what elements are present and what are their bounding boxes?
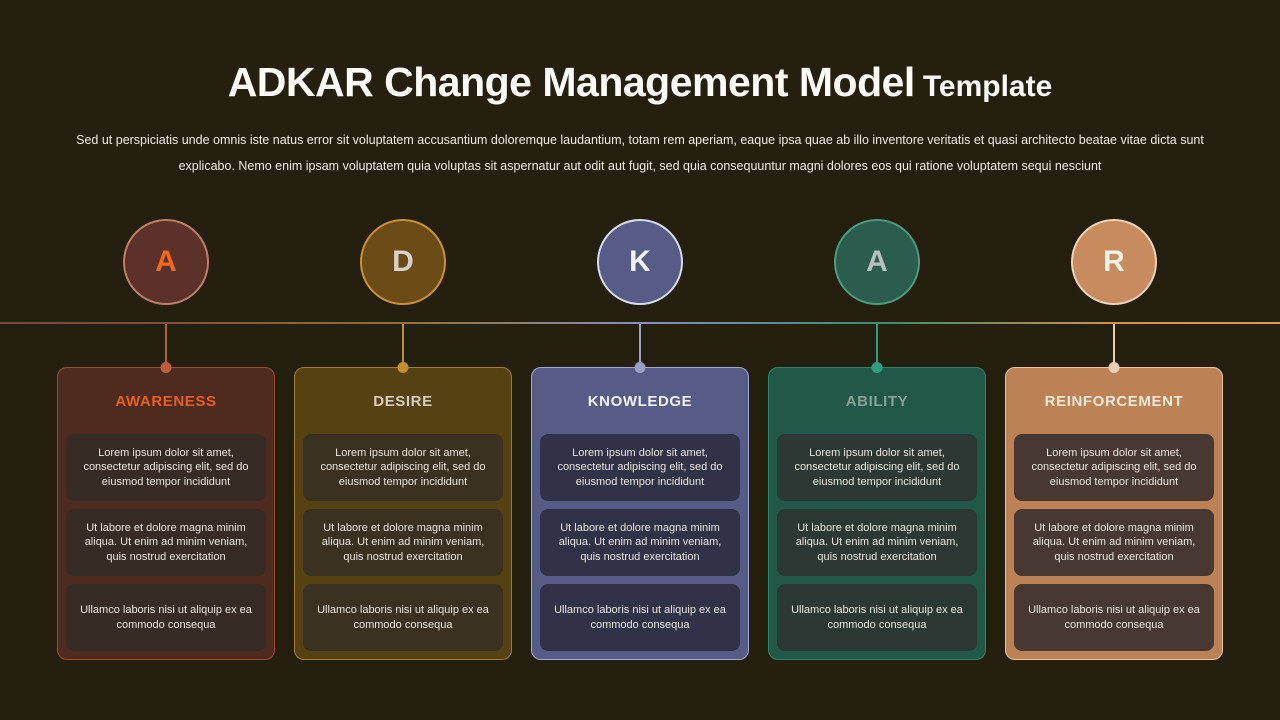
- card-boxes: Lorem ipsum dolor sit amet, consectetur …: [58, 434, 274, 659]
- connector-line-desire: [402, 324, 404, 364]
- card-text-box: Ullamco laboris nisi ut aliquip ex ea co…: [303, 584, 503, 651]
- card-boxes: Lorem ipsum dolor sit amet, consectetur …: [769, 434, 985, 659]
- card-text-box: Ullamco laboris nisi ut aliquip ex ea co…: [66, 584, 266, 651]
- page-title-suffix: Template: [922, 70, 1053, 103]
- step-circle-ability: A: [834, 219, 920, 305]
- card-text-box: Ut labore et dolore magna minim aliqua. …: [303, 509, 503, 576]
- connector-dot-ability: [871, 362, 883, 373]
- circle-col-reinforcement: R: [1005, 219, 1223, 305]
- connector-dot-reinforcement: [1108, 362, 1120, 373]
- card-text-box: Ullamco laboris nisi ut aliquip ex ea co…: [777, 584, 977, 651]
- card-title-knowledge: KNOWLEDGE: [587, 392, 693, 410]
- timeline-line: [0, 322, 1280, 324]
- step-letter-k: K: [629, 245, 651, 278]
- step-card-ability: ABILITY Lorem ipsum dolor sit amet, cons…: [768, 324, 986, 660]
- step-card-knowledge: KNOWLEDGE Lorem ipsum dolor sit amet, co…: [531, 324, 749, 660]
- card-text-box: Lorem ipsum dolor sit amet, consectetur …: [303, 434, 503, 501]
- card-text-box: Ullamco laboris nisi ut aliquip ex ea co…: [540, 584, 740, 651]
- card-boxes: Lorem ipsum dolor sit amet, consectetur …: [532, 434, 748, 659]
- card-boxes: Lorem ipsum dolor sit amet, consectetur …: [1006, 434, 1222, 659]
- connector-dot-awareness: [160, 362, 172, 373]
- step-letter-d: D: [392, 245, 414, 278]
- card-title-awareness: AWARENESS: [115, 392, 217, 410]
- card-text-box: Ut labore et dolore magna minim aliqua. …: [66, 509, 266, 576]
- card-text-box: Lorem ipsum dolor sit amet, consectetur …: [1014, 434, 1214, 501]
- timeline-circles-row: A D K A R: [57, 219, 1223, 305]
- step-cards-row: AWARENESS Lorem ipsum dolor sit amet, co…: [57, 324, 1223, 660]
- connector-line-knowledge: [639, 324, 641, 364]
- step-circle-knowledge: K: [597, 219, 683, 305]
- card-text-box: Lorem ipsum dolor sit amet, consectetur …: [777, 434, 977, 501]
- description-line-2: dicta sunt explicabo. Nemo enim ipsam vo…: [178, 133, 1204, 174]
- step-circle-desire: D: [360, 219, 446, 305]
- card-text-box: Lorem ipsum dolor sit amet, consectetur …: [540, 434, 740, 501]
- circle-col-desire: D: [294, 219, 512, 305]
- card-text-box: Lorem ipsum dolor sit amet, consectetur …: [66, 434, 266, 501]
- step-letter-a2: A: [866, 245, 888, 278]
- card-title-reinforcement: REINFORCEMENT: [1044, 392, 1184, 410]
- step-letter-a1: A: [155, 245, 177, 278]
- card-text-box: Ut labore et dolore magna minim aliqua. …: [1014, 509, 1214, 576]
- card-text-box: Ut labore et dolore magna minim aliqua. …: [777, 509, 977, 576]
- connector-dot-desire: [397, 362, 409, 373]
- circle-col-ability: A: [768, 219, 986, 305]
- step-card-desire: DESIRE Lorem ipsum dolor sit amet, conse…: [294, 324, 512, 660]
- step-circle-reinforcement: R: [1071, 219, 1157, 305]
- slide-description: Sed ut perspiciatis unde omnis iste natu…: [73, 127, 1208, 179]
- description-line-1: Sed ut perspiciatis unde omnis iste natu…: [76, 133, 1147, 148]
- step-card-awareness: AWARENESS Lorem ipsum dolor sit amet, co…: [57, 324, 275, 660]
- connector-dot-knowledge: [634, 362, 646, 373]
- connector-line-reinforcement: [1113, 324, 1115, 364]
- card-boxes: Lorem ipsum dolor sit amet, consectetur …: [295, 434, 511, 659]
- step-card-reinforcement: REINFORCEMENT Lorem ipsum dolor sit amet…: [1005, 324, 1223, 660]
- card-text-box: Ut labore et dolore magna minim aliqua. …: [540, 509, 740, 576]
- card-title-ability: ABILITY: [845, 392, 909, 410]
- page-title-main: ADKAR Change Management Model: [227, 59, 916, 105]
- circle-col-knowledge: K: [531, 219, 749, 305]
- card-text-box: Ullamco laboris nisi ut aliquip ex ea co…: [1014, 584, 1214, 651]
- step-circle-awareness: A: [123, 219, 209, 305]
- connector-line-ability: [876, 324, 878, 364]
- connector-line-awareness: [165, 324, 167, 364]
- card-title-desire: DESIRE: [373, 392, 433, 410]
- circle-col-awareness: A: [57, 219, 275, 305]
- step-letter-r: R: [1103, 245, 1125, 278]
